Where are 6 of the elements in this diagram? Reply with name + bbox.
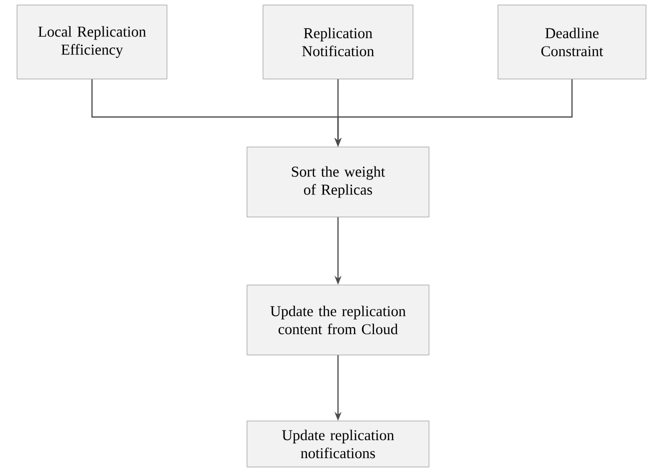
process-box: Deadline Constraint [498, 4, 646, 80]
process-box: Update the replication content from Cloud [246, 284, 430, 356]
process-box: Sort the weight of Replicas [246, 146, 430, 218]
process-box: Update replication notifications [246, 420, 430, 468]
process-box: Local Replication Efficiency [16, 4, 168, 80]
process-box: Replication Notification [262, 4, 414, 80]
